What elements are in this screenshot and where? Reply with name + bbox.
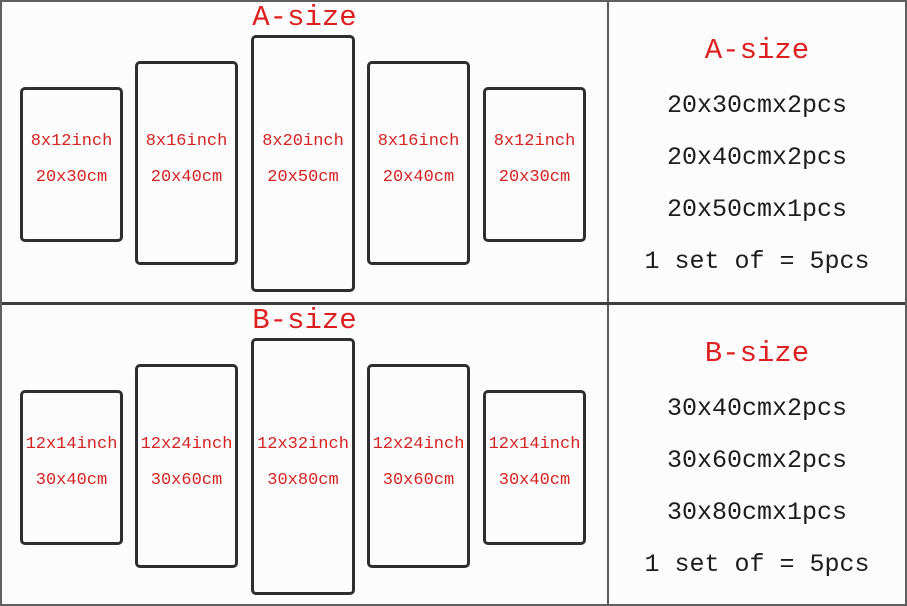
section-a-title: A-size xyxy=(252,1,357,34)
panel-cm-label: 30x40cm xyxy=(498,471,571,490)
summary-line: 30x40cmx2pcs xyxy=(666,394,848,423)
panel-size-label: 12x14inch 30x40cm xyxy=(483,427,586,499)
panel-inch-label: 8x20inch xyxy=(262,132,344,151)
summary-line: 30x80cmx1pcs xyxy=(666,498,848,527)
panel-size-label: 12x24inch 30x60cm xyxy=(367,427,470,499)
canvas-panel-b3 xyxy=(251,338,355,595)
panel-cm-label: 30x40cm xyxy=(35,471,108,490)
panel-size-label: 12x32inch 30x80cm xyxy=(251,427,355,499)
summary-line: 1 set of = 5pcs xyxy=(644,550,870,579)
panel-inch-label: 8x12inch xyxy=(493,132,576,151)
panel-cm-label: 20x50cm xyxy=(267,168,339,187)
panel-cm-label: 30x80cm xyxy=(267,471,339,490)
panel-inch-label: 12x14inch xyxy=(25,435,118,454)
panel-cm-label: 30x60cm xyxy=(382,471,455,490)
panel-cm-label: 20x30cm xyxy=(498,168,571,187)
summary-line: 1 set of = 5pcs xyxy=(644,247,870,276)
section-a-diagram: A-size 8x12inch 20x30cm 8x16inch 20x40cm… xyxy=(2,2,607,302)
panel-size-label: 8x16inch 20x40cm xyxy=(135,124,238,196)
panel-inch-label: 8x16inch xyxy=(377,132,460,151)
panel-cm-label: 30x60cm xyxy=(150,471,223,490)
canvas-panel-b2 xyxy=(135,364,238,568)
canvas-panel-a4 xyxy=(367,61,470,265)
panel-size-label: 8x12inch 20x30cm xyxy=(483,124,586,196)
canvas-panel-b5 xyxy=(483,390,586,545)
summary-lines: 30x40cmx2pcs 30x60cmx2pcs 30x80cmx1pcs 1… xyxy=(609,383,905,591)
summary-line: 20x50cmx1pcs xyxy=(666,195,848,224)
panel-size-label: 8x20inch 20x50cm xyxy=(251,124,355,196)
panel-cm-label: 20x40cm xyxy=(382,168,455,187)
summary-title: B-size xyxy=(704,337,810,370)
panel-size-label: 8x12inch 20x30cm xyxy=(20,124,123,196)
panel-inch-label: 12x14inch xyxy=(488,435,581,454)
panel-size-label: 8x16inch 20x40cm xyxy=(367,124,470,196)
panel-size-label: 12x24inch 30x60cm xyxy=(135,427,238,499)
section-b-size: B-size 12x14inch 30x40cm 12x24inch 30x60… xyxy=(2,302,905,604)
panel-inch-label: 8x12inch xyxy=(30,132,113,151)
summary-panel-a: A-size 20x30cmx2pcs 20x40cmx2pcs 20x50cm… xyxy=(607,2,905,302)
panel-inch-label: 12x32inch xyxy=(257,435,349,454)
panel-inch-label: 12x24inch xyxy=(140,435,233,454)
canvas-panel-a5 xyxy=(483,87,586,242)
canvas-panel-a1 xyxy=(20,87,123,242)
summary-line: 20x40cmx2pcs xyxy=(666,143,848,172)
canvas-panel-a3 xyxy=(251,35,355,292)
summary-panel-b: B-size 30x40cmx2pcs 30x60cmx2pcs 30x80cm… xyxy=(607,305,905,604)
canvas-panel-b1 xyxy=(20,390,123,545)
panel-cm-label: 20x40cm xyxy=(150,168,223,187)
panel-cm-label: 20x30cm xyxy=(35,168,108,187)
panel-size-label: 12x14inch 30x40cm xyxy=(20,427,123,499)
section-b-diagram: B-size 12x14inch 30x40cm 12x24inch 30x60… xyxy=(2,305,607,604)
section-a-size: A-size 8x12inch 20x30cm 8x16inch 20x40cm… xyxy=(2,2,905,302)
canvas-panel-a2 xyxy=(135,61,238,265)
panel-inch-label: 12x24inch xyxy=(372,435,465,454)
summary-line: 20x30cmx2pcs xyxy=(666,91,848,120)
summary-lines: 20x30cmx2pcs 20x40cmx2pcs 20x50cmx1pcs 1… xyxy=(609,80,905,288)
canvas-panel-b4 xyxy=(367,364,470,568)
panel-inch-label: 8x16inch xyxy=(145,132,228,151)
summary-line: 30x60cmx2pcs xyxy=(666,446,848,475)
summary-title: A-size xyxy=(704,34,810,67)
section-b-title: B-size xyxy=(252,304,357,337)
